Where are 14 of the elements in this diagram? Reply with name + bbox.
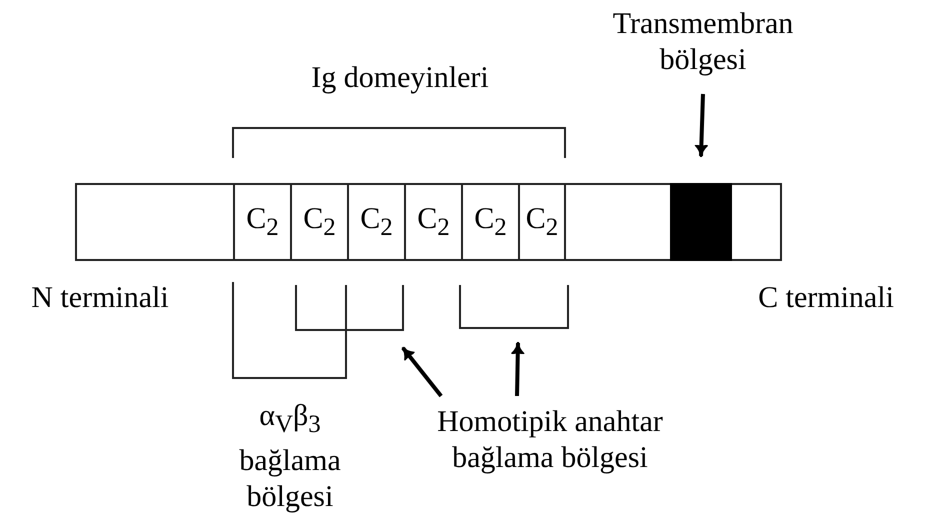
domain-label: C$_{2}$ xyxy=(303,202,336,242)
domain-label: C$_{2}$ xyxy=(526,202,558,242)
terminus-label: C terminali xyxy=(757,280,895,316)
domain-group-label: Ig domeyinleri xyxy=(310,60,490,96)
domain-label: C$_{2}$ xyxy=(360,202,393,242)
domain-label: C$_{2}$ xyxy=(417,202,450,242)
domain-label: C$_{2}$ xyxy=(474,202,507,242)
region-label: Homotipik anahtar bağlama bölgesi xyxy=(436,404,664,476)
domain-label: C$_{2}$ xyxy=(246,202,279,242)
region-label: Transmembran bölgesi xyxy=(612,6,794,78)
terminus-label: N terminali xyxy=(30,280,170,316)
protein-bar xyxy=(75,183,782,261)
binding-region-label: α$_{V}$β$_{3}$ bağlama bölgesi xyxy=(238,398,342,515)
transmembrane-segment xyxy=(670,183,732,261)
